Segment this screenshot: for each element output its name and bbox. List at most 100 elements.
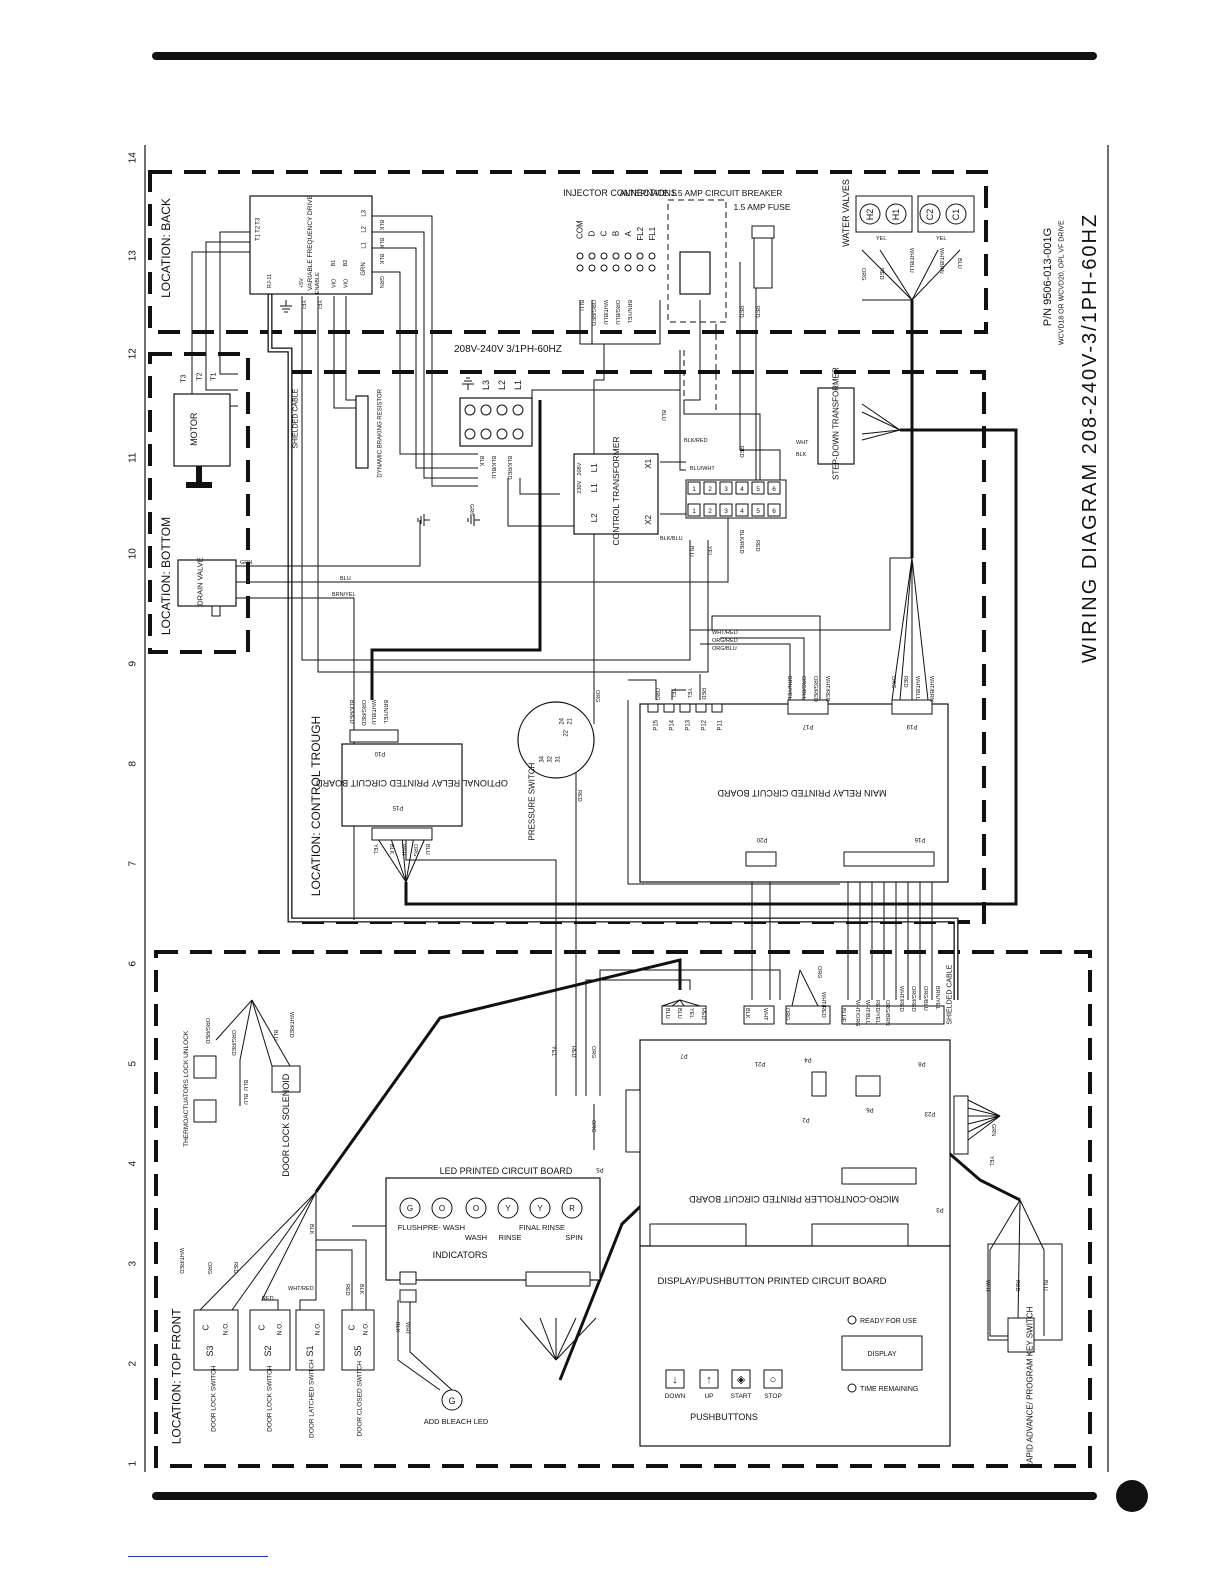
wire-label: WHT/BLU xyxy=(914,676,920,701)
display-board: DISPLAY/PUSHBUTTON PRINTED CIRCUIT BOARD… xyxy=(639,1245,951,1447)
optional-relay-board: OPTIONAL RELAY PRINTED CIRCUIT BOARD P10… xyxy=(316,729,508,841)
switch-name: DOOR LOCK SWITCH xyxy=(267,1365,274,1432)
switch-s2: C N.O. S2 DOOR LOCK SWITCH xyxy=(249,1309,291,1432)
wire-label: RED xyxy=(344,1284,350,1296)
indicator-label: SPIN xyxy=(565,1233,583,1242)
key-switch-label: RAPID ADVANCE/ PROGRAM KEY SWITCH xyxy=(1026,1306,1035,1468)
down-button[interactable] xyxy=(665,1369,685,1389)
title-block: WIRING DIAGRAM 208-240V-3/1PH-60HZ P/N 9… xyxy=(1042,213,1101,663)
grid-number: 9 xyxy=(128,661,139,667)
wire-label: RED xyxy=(576,790,582,802)
terminal-number: 2 xyxy=(708,508,712,515)
wire-label: BLU xyxy=(242,1094,248,1105)
display-label: DISPLAY xyxy=(867,1351,896,1358)
injector-terminal: FL1 xyxy=(648,226,657,240)
wire-label: YEL xyxy=(372,844,378,854)
wire-label: YEL xyxy=(316,300,322,310)
wire-label: YEL xyxy=(876,236,886,242)
top-rule xyxy=(152,52,1097,60)
wire-label: WHT/RED xyxy=(288,1012,294,1038)
supply-label: 208V-240V 3/1PH-60HZ xyxy=(454,344,562,355)
vfd-terminal: ENABLE xyxy=(315,272,321,294)
vfd-terminal: T2 xyxy=(255,225,261,233)
switch-contact-label: C xyxy=(202,1325,211,1331)
wire-label: ORG/BRN xyxy=(884,1000,890,1026)
alternate-breaker: ALTERNATE 1.5 AMP CIRCUIT BREAKER xyxy=(620,188,782,415)
water-valves-label: WATER VALVES xyxy=(841,179,851,247)
ct-terminal: X1 xyxy=(644,458,653,468)
wire-label: RED xyxy=(1014,1280,1020,1292)
location-top-front-label: LOCATION: TOP FRONT xyxy=(169,1308,183,1444)
wire-label: BLU xyxy=(272,1030,278,1041)
wire-label: RED xyxy=(262,1296,274,1302)
bleach-led-icon: G xyxy=(448,1396,455,1406)
valve-label: H1 xyxy=(891,209,901,221)
step-down-transformer: STEP-DOWN TRANSFORMER xyxy=(817,367,855,480)
stop-icon: ○ xyxy=(770,1374,777,1386)
switch-id: S3 xyxy=(205,1345,215,1356)
wire-label: BLK xyxy=(388,844,394,855)
terminal-number: 1 xyxy=(692,486,696,493)
injector-terminal: COM xyxy=(576,220,585,239)
connector-label: P15 xyxy=(653,719,659,730)
wire-label: RED/YEL xyxy=(874,1000,880,1024)
wire-label: ORG/RED xyxy=(712,638,738,644)
ct-terminal: 230V xyxy=(577,480,583,493)
switch-contact-label: N.O. xyxy=(223,1322,230,1336)
wire-label: WHT xyxy=(796,440,809,446)
wire-label: ORG xyxy=(890,676,896,689)
bottom-rule xyxy=(152,1492,1097,1500)
shielded-cable-label: SHIELDED CABLE xyxy=(293,388,300,448)
wire-label: BLK/BLU xyxy=(490,456,496,479)
wire-label: ORG xyxy=(594,690,600,703)
up-button[interactable] xyxy=(699,1369,719,1389)
wire-label: BLU xyxy=(578,300,584,311)
wire-label: BLK xyxy=(378,238,384,249)
indicator-label: RINSE xyxy=(499,1233,522,1242)
wire-label: BLK/BLU xyxy=(660,536,683,542)
wire-color-labels: BLK BLK BLK GRN YEL YEL BLK BLK/BLU BLK/… xyxy=(178,220,1048,1335)
supply-terminal: L2 xyxy=(497,380,507,390)
ground-icons xyxy=(280,300,480,526)
stop-button[interactable] xyxy=(763,1369,783,1389)
supply-terminal: L1 xyxy=(513,380,523,390)
diagram-title: WIRING DIAGRAM 208-240V-3/1PH-60HZ xyxy=(1079,213,1101,663)
wire-label: GRN xyxy=(468,504,474,516)
start-button[interactable] xyxy=(731,1369,751,1389)
switch-contact-label: N.O. xyxy=(363,1322,370,1336)
pressure-switch-label: PRESSURE SWITCH xyxy=(528,762,537,840)
fuse-label: 1.5 AMP FUSE xyxy=(733,202,790,212)
grid-numbers: 1 2 3 4 5 6 7 8 9 10 11 12 13 14 xyxy=(128,152,139,1467)
pushbutton-label: UP xyxy=(704,1393,713,1400)
wire-label: ORG/RED xyxy=(360,700,366,726)
switch-id: S2 xyxy=(263,1345,273,1356)
dynamic-braking-label: DYNAMIC BRAKING RESISTOR xyxy=(377,388,383,477)
wire-label: BRN/YEL xyxy=(626,300,632,324)
switch-id: S5 xyxy=(353,1345,363,1356)
indicators-title: INDICATORS xyxy=(433,1250,488,1260)
vfd-terminal: VIO xyxy=(331,278,337,288)
switch-s3: C N.O. S3 DOOR LOCK SWITCH xyxy=(193,1309,239,1432)
terminal-block: 1 2 3 4 5 6 1 2 3 4 5 6 xyxy=(685,479,787,519)
wire-label: RED xyxy=(754,540,760,552)
ground-icon xyxy=(280,300,292,313)
add-bleach-label: ADD BLEACH LED xyxy=(424,1417,489,1426)
wire-label: BLU xyxy=(664,1008,670,1019)
ct-terminal: L1 xyxy=(590,483,599,492)
pressure-switch: PRESSURE SWITCH 24 22 21 34 32 31 xyxy=(517,701,595,841)
connector-label: P19 xyxy=(906,723,917,729)
vfd-label: VARIABLE FREQUENCY DRIVE xyxy=(307,194,314,290)
connector-label: P2 xyxy=(802,1116,810,1122)
grid-number: 5 xyxy=(128,1061,139,1067)
wire-label: BLK xyxy=(394,1322,400,1333)
wire-label: WHT/BLU xyxy=(908,248,914,273)
wire-label: RED xyxy=(738,446,744,458)
dynamic-braking-resistor: DYNAMIC BRAKING RESISTOR xyxy=(355,388,383,478)
wires xyxy=(191,215,1045,1391)
wire-label: WHT/BRN xyxy=(938,248,944,274)
region-bottom xyxy=(148,352,250,654)
pushbutton-group: ↓ DOWN ↑ UP ◈ START ○ STOP xyxy=(665,1369,783,1400)
pushbuttons-title: PUSHBUTTONS xyxy=(690,1412,758,1422)
connector-label: P5 xyxy=(596,1166,604,1172)
terminal-number: 4 xyxy=(740,486,744,493)
